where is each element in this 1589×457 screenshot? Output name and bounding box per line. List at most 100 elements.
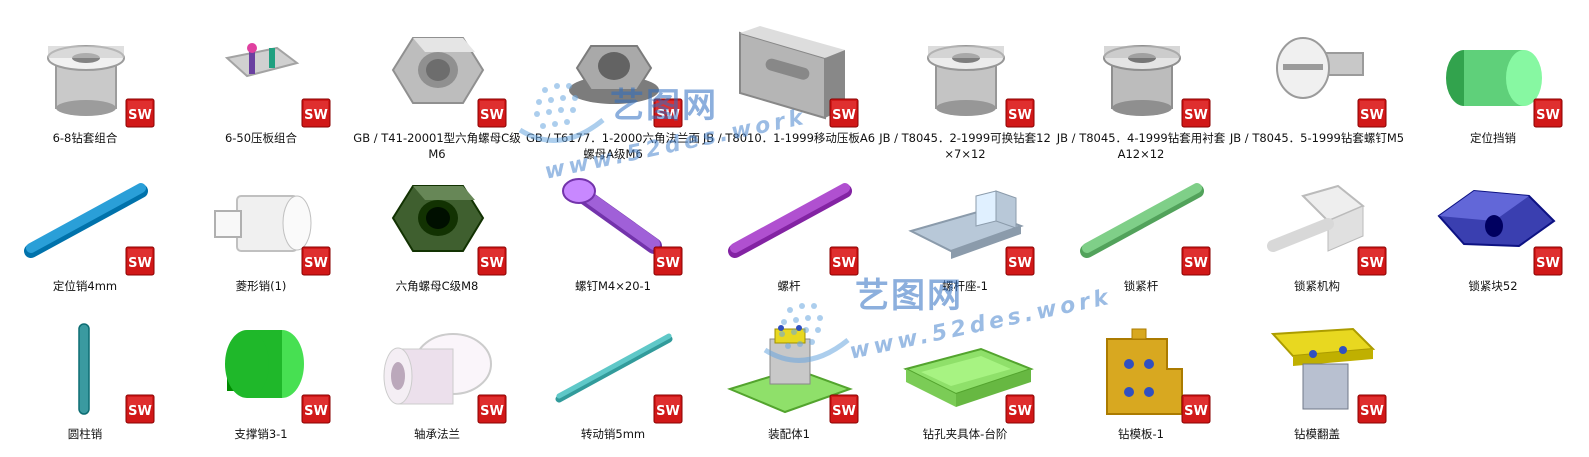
- file-label: 锁紧杆: [1123, 279, 1159, 293]
- sw-badge-text: SW: [1184, 108, 1208, 123]
- locking-block-icon: [1419, 166, 1569, 271]
- moving-clamp-plate-icon: [715, 18, 865, 123]
- file-label: JB / T8045．5-1999钻套螺钉M5: [1229, 131, 1405, 145]
- file-tile[interactable]: SW GB / T41-20001型六角螺母C级M6: [349, 10, 525, 161]
- sw-badge-text: SW: [128, 108, 152, 123]
- sw-badge-text: SW: [304, 256, 328, 271]
- sw-badge-text: SW: [832, 108, 856, 123]
- file-label: 定位销4mm: [52, 279, 118, 293]
- file-tile[interactable]: SW 6-50压板组合: [173, 10, 349, 160]
- file-tile[interactable]: SW 锁紧杆: [1053, 158, 1229, 308]
- file-label: 六角螺母C级M8: [395, 279, 479, 293]
- file-tile[interactable]: SW 钻模板-1: [1053, 306, 1229, 456]
- file-label: JB / T8045．2-1999可换钻套12×7×12: [879, 131, 1051, 161]
- sw-badge-text: SW: [832, 404, 856, 419]
- support-pin-icon: [187, 314, 337, 419]
- file-label: GB / T41-20001型六角螺母C级M6: [353, 131, 521, 161]
- solidworks-badge-icon: SW: [653, 246, 683, 276]
- file-tile[interactable]: SW JB / T8045．5-1999钻套螺钉M5: [1229, 10, 1405, 160]
- sw-badge-text: SW: [128, 404, 152, 419]
- solidworks-badge-icon: SW: [125, 246, 155, 276]
- solidworks-badge-icon: SW: [1533, 246, 1563, 276]
- file-tile[interactable]: SW 钻模翻盖: [1229, 306, 1405, 456]
- drill-jig-flip-cover-icon: [1243, 314, 1393, 419]
- sw-badge-text: SW: [1360, 256, 1384, 271]
- file-label: 钻模翻盖: [1294, 427, 1340, 441]
- sw-badge-text: SW: [304, 404, 328, 419]
- bushing-screw-icon: [1243, 18, 1393, 123]
- sw-badge-text: SW: [1360, 108, 1384, 123]
- flange-nut-icon: [539, 18, 689, 123]
- file-label: JB / T8010．1-1999移动压板A6: [702, 131, 876, 145]
- file-tile[interactable]: SW 转动销5mm: [525, 306, 701, 456]
- drill-jig-plate-icon: [1067, 314, 1217, 419]
- file-label: 螺钉M4×20-1: [575, 279, 651, 293]
- file-tile[interactable]: SW GB / T6177．1-2000六角法兰面螺母A级M6: [525, 10, 701, 161]
- file-label: 定位挡销: [1470, 131, 1516, 145]
- file-tile[interactable]: SW 装配体1: [701, 306, 877, 456]
- file-tile[interactable]: SW JB / T8045．2-1999可换钻套12×7×12: [877, 10, 1053, 161]
- sw-badge-text: SW: [1008, 108, 1032, 123]
- file-label: 圆柱销: [67, 427, 103, 441]
- bearing-flange-icon: [363, 314, 513, 419]
- file-label: 6-50压板组合: [224, 131, 298, 145]
- sw-badge-text: SW: [1536, 256, 1560, 271]
- file-tile[interactable]: SW 菱形销(1): [173, 158, 349, 308]
- sw-badge-text: SW: [1008, 404, 1032, 419]
- solidworks-badge-icon: SW: [1181, 246, 1211, 276]
- solidworks-badge-icon: SW: [1533, 98, 1563, 128]
- solidworks-badge-icon: SW: [829, 394, 859, 424]
- solidworks-badge-icon: SW: [477, 246, 507, 276]
- solidworks-badge-icon: SW: [125, 394, 155, 424]
- locking-mechanism-icon: [1243, 166, 1393, 271]
- sw-badge-text: SW: [656, 404, 680, 419]
- file-label: 螺杆: [777, 279, 801, 293]
- file-tile[interactable]: SW 钻孔夹具体-台阶: [877, 306, 1053, 456]
- solidworks-badge-icon: SW: [125, 98, 155, 128]
- sw-badge-text: SW: [480, 108, 504, 123]
- solidworks-badge-icon: SW: [1005, 98, 1035, 128]
- file-tile[interactable]: SW 锁紧机构: [1229, 158, 1405, 308]
- sw-badge-text: SW: [832, 256, 856, 271]
- solidworks-badge-icon: SW: [653, 394, 683, 424]
- solidworks-badge-icon: SW: [829, 98, 859, 128]
- rotating-pin-icon: [539, 314, 689, 419]
- file-tile[interactable]: SW 支撑销3-1: [173, 306, 349, 456]
- file-tile[interactable]: SW 六角螺母C级M8: [349, 158, 525, 308]
- file-tile[interactable]: SW 定位挡销: [1405, 10, 1581, 160]
- sw-badge-text: SW: [1536, 108, 1560, 123]
- file-tile[interactable]: SW 螺钉M4×20-1: [525, 158, 701, 308]
- cylindrical-pin-icon: [11, 314, 161, 419]
- solidworks-badge-icon: SW: [829, 246, 859, 276]
- file-label: 支撑销3-1: [234, 427, 288, 441]
- file-tile[interactable]: SW JB / T8010．1-1999移动压板A6: [701, 10, 877, 160]
- sw-badge-text: SW: [656, 108, 680, 123]
- file-label: 转动销5mm: [580, 427, 646, 441]
- file-tile[interactable]: SW 6-8钻套组合: [0, 10, 173, 160]
- sw-badge-text: SW: [1184, 256, 1208, 271]
- file-tile[interactable]: SW 锁紧块52: [1405, 158, 1581, 308]
- drilling-fixture-icon: [891, 314, 1041, 419]
- solidworks-badge-icon: SW: [1357, 98, 1387, 128]
- sw-badge-text: SW: [1360, 404, 1384, 419]
- locating-stop-pin-icon: [1419, 18, 1569, 123]
- locking-rod-icon: [1067, 166, 1217, 271]
- sw-badge-text: SW: [480, 404, 504, 419]
- locating-pin-icon: [11, 166, 161, 271]
- bushing-liner-icon: [1067, 18, 1217, 123]
- file-tile[interactable]: SW 轴承法兰: [349, 306, 525, 456]
- file-tile[interactable]: SW 圆柱销: [0, 306, 173, 456]
- solidworks-badge-icon: SW: [301, 98, 331, 128]
- file-label: 螺杆座-1: [942, 279, 988, 293]
- file-tile[interactable]: SW 螺杆座-1: [877, 158, 1053, 308]
- file-tile[interactable]: SW 定位销4mm: [0, 158, 173, 308]
- solidworks-badge-icon: SW: [1005, 246, 1035, 276]
- file-label: 菱形销(1): [235, 279, 287, 293]
- solidworks-badge-icon: SW: [1357, 246, 1387, 276]
- sw-badge-text: SW: [656, 256, 680, 271]
- rod-seat-icon: [891, 166, 1041, 271]
- drill-bushing-assembly-icon: [11, 18, 161, 123]
- file-tile[interactable]: SW 螺杆: [701, 158, 877, 308]
- file-tile[interactable]: SW JB / T8045．4-1999钻套用衬套A12×12: [1053, 10, 1229, 161]
